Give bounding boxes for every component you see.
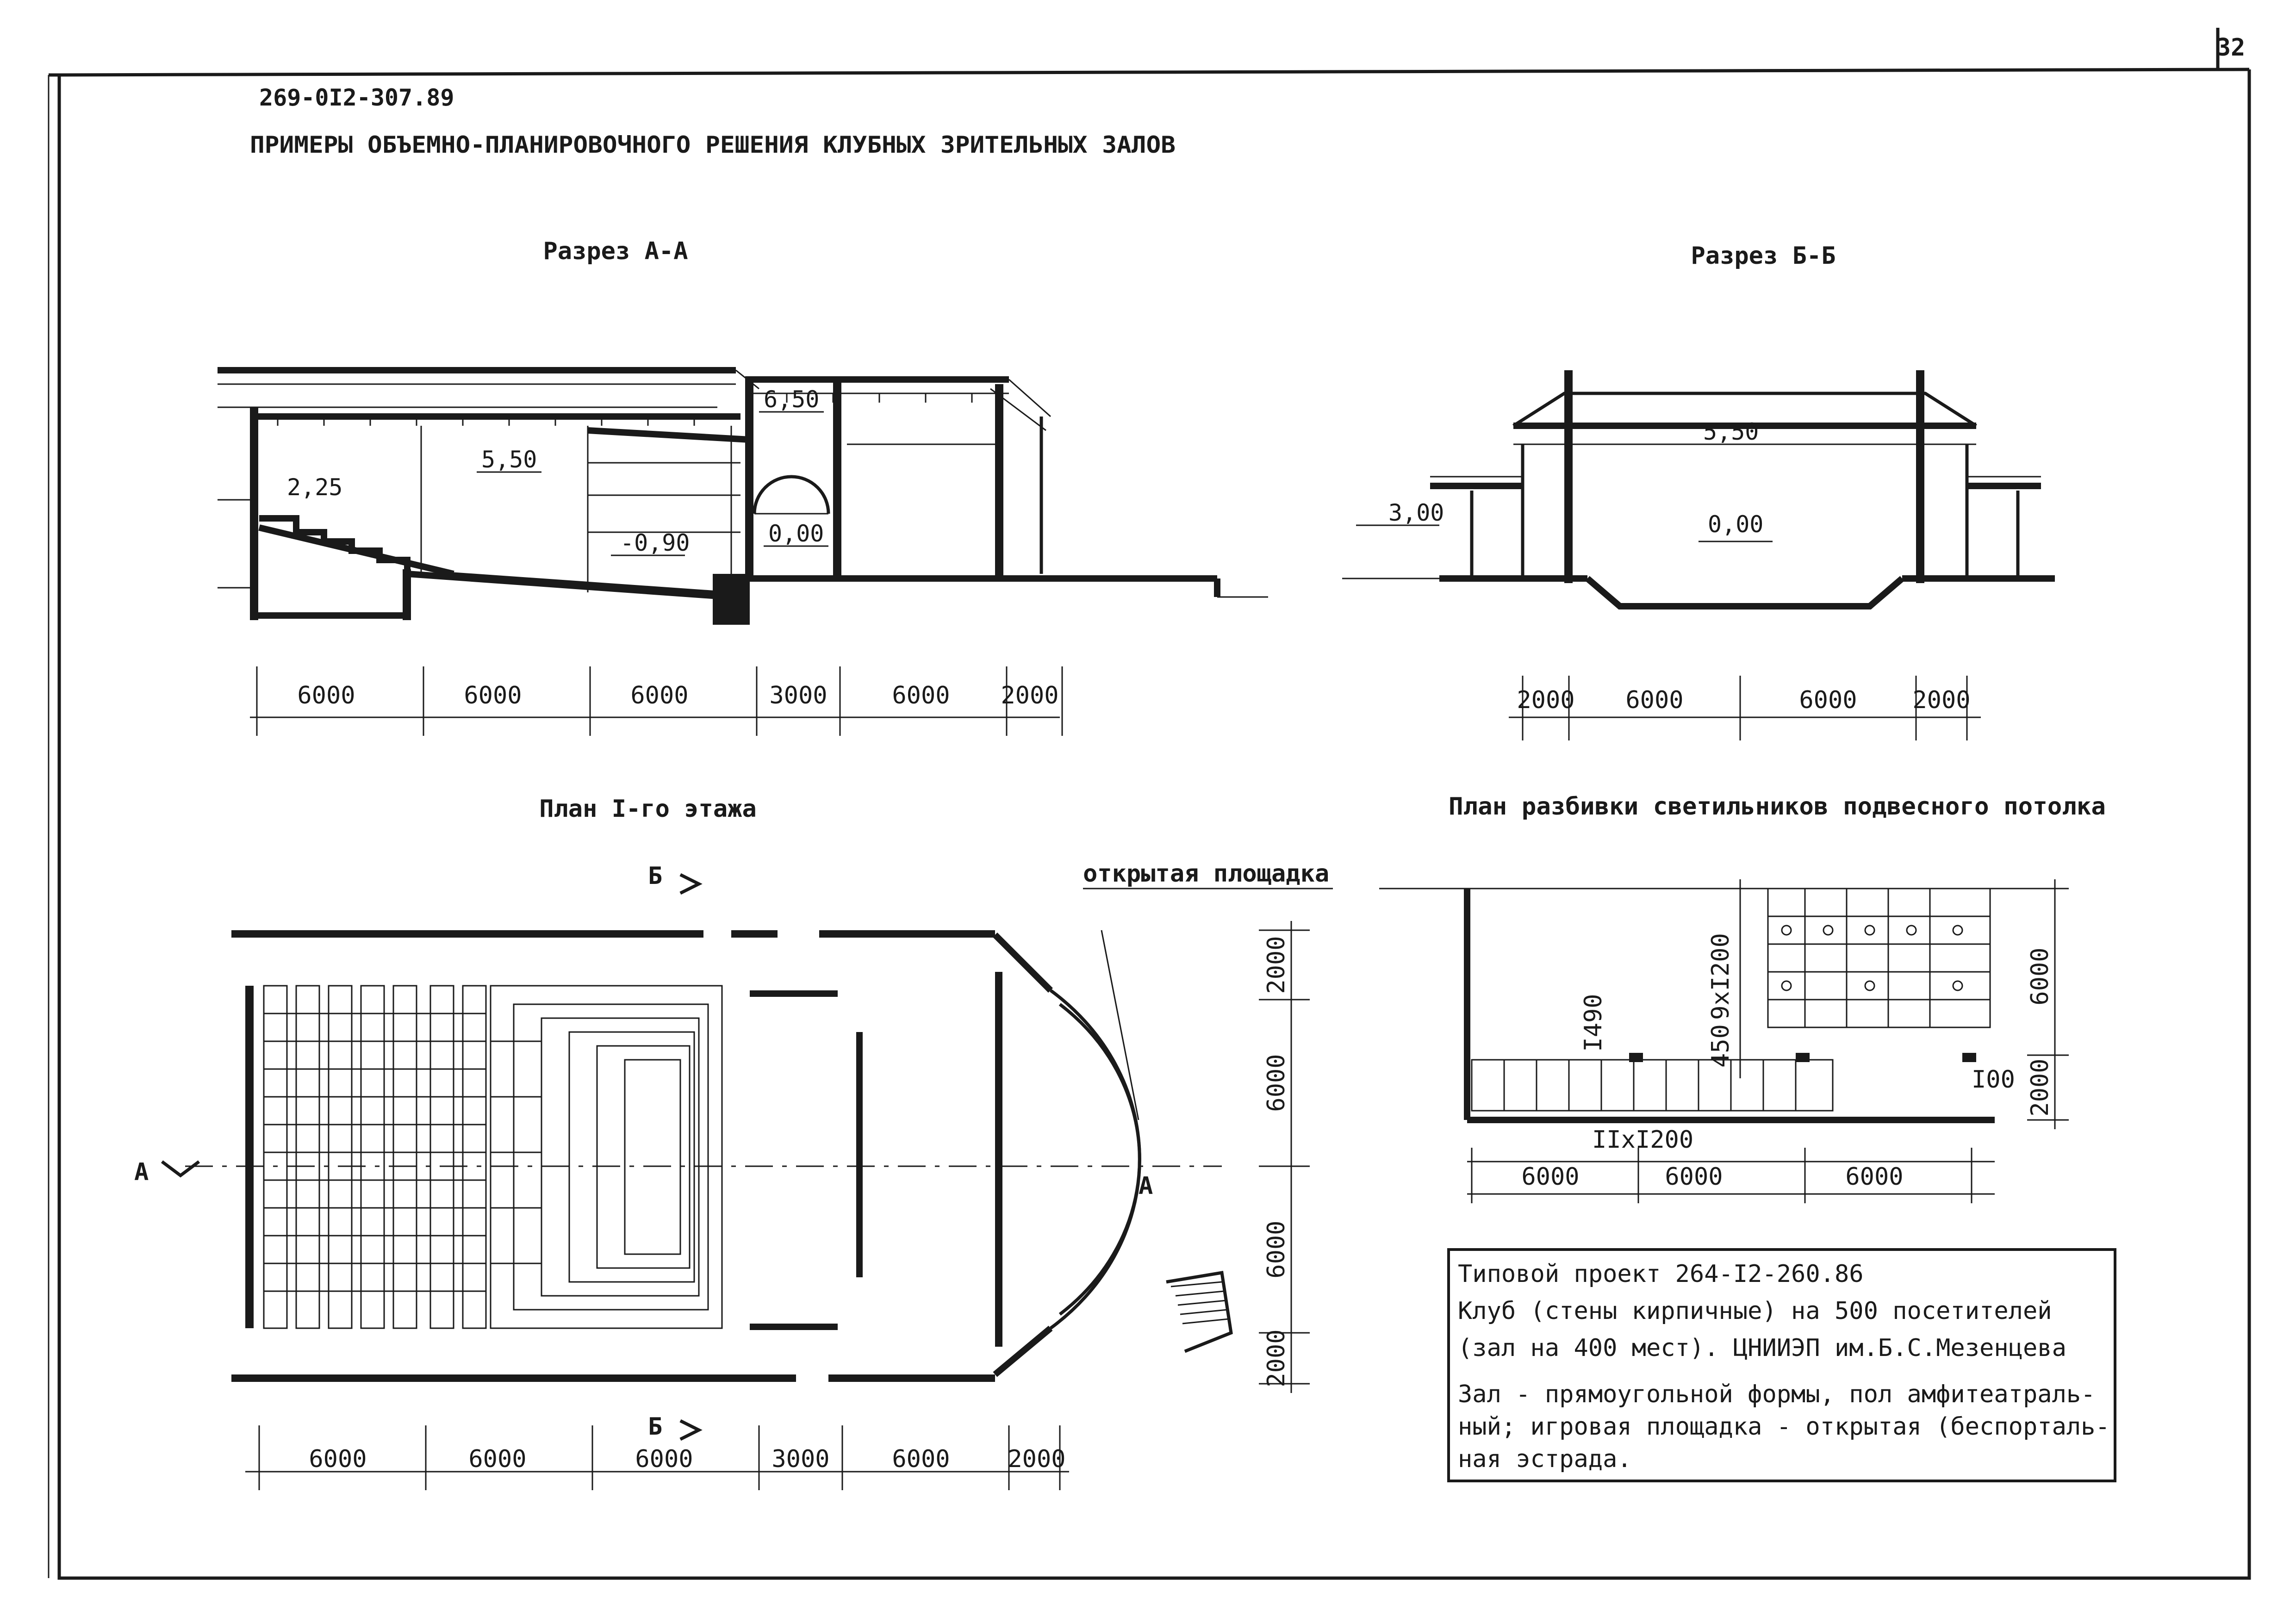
info-line-5: ный; игровая площадка - открытая (беспор…	[1458, 1413, 2110, 1441]
aa-dim-3: 6000	[630, 682, 688, 709]
sheet-code: 269-0I2-307.89	[259, 84, 454, 111]
info-line-4: Зал - прямоугольной формы, пол амфитеатр…	[1458, 1380, 2096, 1408]
sheet-heading: ПРИМЕРЫ ОБЪЕМНО-ПЛАНИРОВОЧНОГО РЕШЕНИЯ К…	[250, 131, 1176, 158]
aa-level-225: 2,25	[287, 474, 342, 501]
plan1-mark-a-left: А	[134, 1158, 149, 1186]
ceiling-label-100: I00	[1972, 1066, 2015, 1094]
project-info-box: Типовой проект 264-I2-260.86 Клуб (стены…	[1447, 1248, 2116, 1482]
bb-level-000: 0,00	[1708, 511, 1763, 538]
sheet-frame	[48, 28, 2251, 1580]
seating-left	[263, 985, 487, 1329]
aa-dim-4: 3000	[769, 682, 827, 709]
ceiling-bdim-3: 6000	[1845, 1163, 1903, 1191]
bb-dim-4: 2000	[1912, 686, 1970, 714]
plan-first-floor: План I-го этажа открытая площадка	[134, 795, 1333, 1490]
section-bb-title: Разрез Б-Б	[1691, 242, 1836, 270]
info-line-2: Клуб (стены кирпичные) на 500 посетителе…	[1458, 1297, 2052, 1325]
ceiling-plan: План разбивки светильников подвесного по…	[1379, 793, 2106, 1203]
ceiling-rdim-1: 6000	[2026, 947, 2054, 1005]
plan1-mark-b-top: Б	[648, 862, 662, 890]
bb-dim-2: 6000	[1625, 686, 1683, 714]
ceiling-label-11x1200: IIxI200	[1592, 1126, 1693, 1154]
plan1-mark-a-right: А	[1139, 1172, 1153, 1200]
ceiling-label-1490: I490	[1580, 994, 1607, 1051]
info-line-1: Типовой проект 264-I2-260.86	[1458, 1260, 1864, 1288]
plan1-rdim-3: 6000	[1263, 1220, 1290, 1278]
ceiling-label-450: 450	[1707, 1024, 1735, 1068]
seating-center	[490, 985, 723, 1329]
aa-dim-5: 6000	[892, 682, 950, 709]
section-aa-title: Разрез А-А	[543, 237, 688, 265]
bb-level-550: 5,50	[1703, 418, 1759, 445]
info-line-6: ная эстрада.	[1458, 1445, 1632, 1473]
plan1-rdim-2: 6000	[1263, 1054, 1290, 1112]
plan1-dim-3: 6000	[635, 1445, 693, 1473]
plan1-dim-2: 6000	[468, 1445, 526, 1473]
info-line-3: (зал на 400 мест). ЦНИИЭП им.Б.С.Мезенце…	[1458, 1334, 2066, 1362]
page-number: 32	[2216, 34, 2246, 62]
plan1-dim-1: 6000	[309, 1445, 367, 1473]
plan1-dim-5: 6000	[892, 1445, 950, 1473]
section-bb: Разрез Б-Б 5,50 0,00 3,00 2000 6000	[1342, 242, 2055, 740]
plan1-dim-6: 2000	[1008, 1445, 1065, 1473]
aa-dim-1: 6000	[297, 682, 355, 709]
aa-level-550: 5,50	[481, 446, 537, 473]
aa-dim-2: 6000	[464, 682, 522, 709]
plan1-mark-b-bottom: Б	[648, 1413, 662, 1441]
aa-level-650: 6,50	[764, 386, 819, 413]
section-aa: Разрез А-А	[218, 237, 1268, 736]
aa-level-000: 0,00	[768, 520, 824, 547]
plan1-dim-4: 3000	[772, 1445, 829, 1473]
ceiling-label-9x1200: 9xI200	[1707, 933, 1735, 1020]
plan1-open-area-label: открытая площадка	[1083, 860, 1329, 888]
aa-dim-6: 2000	[1001, 682, 1058, 709]
plan1-rdim-1: 2000	[1263, 936, 1290, 994]
ceiling-rdim-2: 2000	[2026, 1058, 2054, 1116]
bb-level-300: 3,00	[1388, 499, 1444, 526]
bb-dim-1: 2000	[1517, 686, 1574, 714]
ceiling-bdim-1: 6000	[1521, 1163, 1579, 1191]
aa-level-090: -0,90	[620, 529, 690, 556]
ceiling-bdim-2: 6000	[1665, 1163, 1723, 1191]
bb-dim-3: 6000	[1799, 686, 1857, 714]
plan1-rdim-4: 2000	[1263, 1329, 1290, 1387]
plan1-title: План I-го этажа	[539, 795, 757, 823]
ceiling-title: План разбивки светильников подвесного по…	[1449, 793, 2106, 821]
